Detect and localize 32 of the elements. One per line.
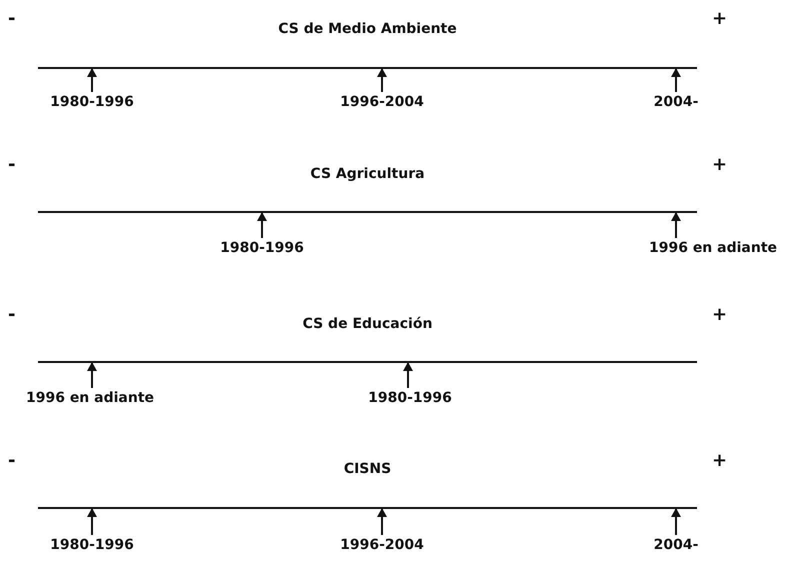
arrow <box>377 508 387 535</box>
scale-end-sign: + <box>712 10 728 28</box>
arrow <box>671 68 681 92</box>
arrow <box>257 212 267 238</box>
scale-end-sign: - <box>8 452 16 470</box>
period-label: 1980-1996 <box>368 390 452 406</box>
scale-title: CS de Medio Ambiente <box>278 21 457 37</box>
scale-end-sign: + <box>712 306 728 324</box>
scale-end-sign: + <box>712 156 728 174</box>
arrow <box>87 508 97 535</box>
period-label: 1996 en adiante <box>26 390 154 406</box>
period-label: 1980-1996 <box>220 240 304 256</box>
arrow <box>671 508 681 535</box>
period-label: 1996-2004 <box>340 537 424 553</box>
period-label: 2004- <box>654 537 698 553</box>
period-label: 1980-1996 <box>50 94 134 110</box>
scale-end-sign: + <box>712 452 728 470</box>
period-label: 1996 en adiante <box>648 240 778 256</box>
arrow <box>403 362 413 388</box>
period-label: 1996-2004 <box>340 94 424 110</box>
scale-end-sign: - <box>8 10 16 28</box>
scale-end-sign: - <box>8 306 16 324</box>
period-label: 2004- <box>654 94 698 110</box>
arrow <box>87 362 97 388</box>
scale-end-sign: - <box>8 156 16 174</box>
period-label: 1980-1996 <box>50 537 134 553</box>
arrow <box>87 68 97 92</box>
scale-title: CS Agricultura <box>310 166 425 182</box>
scale-title: CS de Educación <box>302 316 432 332</box>
arrow <box>671 212 681 238</box>
arrow <box>377 68 387 92</box>
scale-title: CISNS <box>344 461 392 477</box>
